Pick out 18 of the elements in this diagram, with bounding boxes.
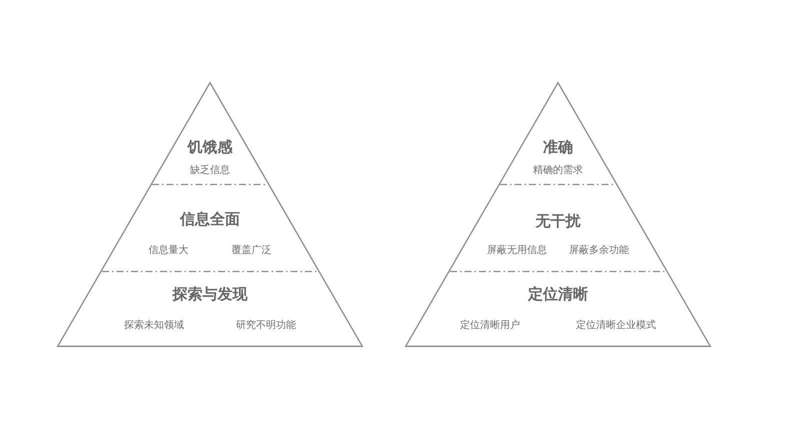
tier-heading: 无干扰 [535, 214, 580, 230]
tier-heading: 信息全面 [180, 212, 240, 228]
tier-heading: 定位清晰 [528, 287, 588, 303]
pyramid [57, 82, 363, 347]
tier-keyword: 研究不明功能 [236, 320, 296, 331]
tier-keyword: 缺乏信息 [190, 165, 230, 176]
tier-keyword: 覆盖广泛 [231, 245, 272, 256]
tier-keyword: 定位清晰用户 [460, 320, 520, 331]
tier-keyword: 精确的需求 [532, 165, 583, 176]
tier-keyword: 探索未知领域 [124, 320, 184, 331]
tier-heading: 准确 [542, 140, 573, 156]
tier-keyword: 屏蔽多余功能 [568, 245, 629, 256]
tier-keyword: 信息量大 [148, 245, 188, 256]
tier-keyword: 屏蔽无用信息 [486, 245, 547, 256]
tier-heading: 探索与发现 [172, 287, 248, 303]
pyramid [405, 82, 711, 347]
tier-heading: 饥饿感 [187, 140, 232, 156]
tier-keyword: 定位清晰企业模式 [576, 320, 656, 331]
